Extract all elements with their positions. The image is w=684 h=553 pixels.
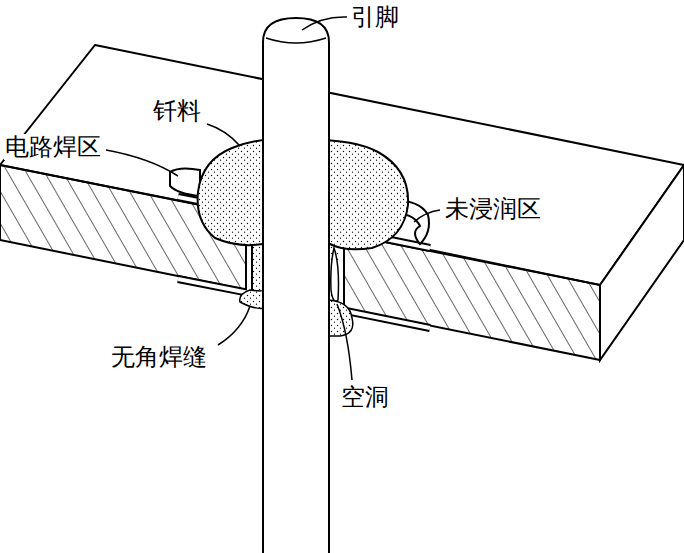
board-side-face: [600, 165, 684, 360]
part-label: 空洞: [340, 384, 390, 410]
leader-line: [337, 304, 352, 380]
part-label: 引脚: [350, 4, 400, 30]
leader-line: [106, 150, 178, 176]
solder-bottom-fillet: [329, 300, 353, 336]
leader-line: [218, 306, 250, 345]
leader-line: [207, 124, 240, 146]
board-section: [343, 232, 600, 360]
part-label: 未浸润区: [444, 196, 542, 222]
part-label: 电路焊区: [4, 134, 102, 160]
pad-top-left: [170, 168, 200, 196]
part-label: 钎料: [152, 98, 202, 124]
pin-cap-edge: [266, 38, 326, 43]
leader-line: [302, 17, 347, 30]
leader-line: [414, 210, 440, 222]
part-label: 无角焊缝: [110, 344, 208, 370]
void: [331, 248, 339, 301]
solder-no-fillet: [240, 290, 265, 308]
pin: [263, 18, 329, 553]
